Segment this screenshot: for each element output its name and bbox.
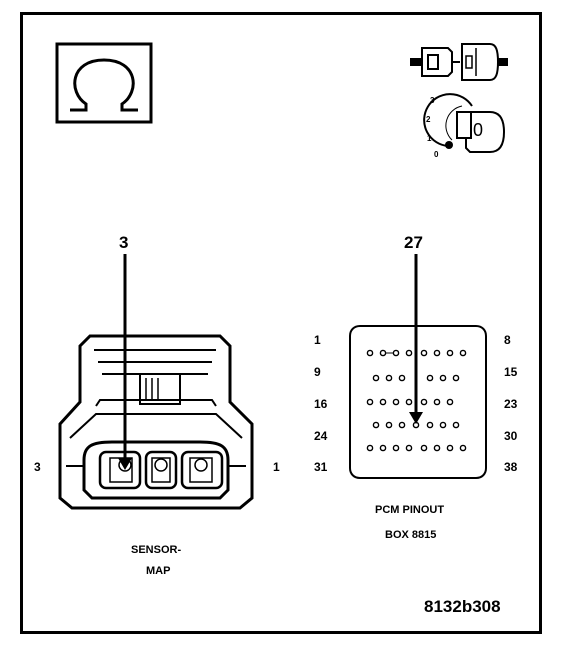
- pcm-pin-r4-c5: [426, 421, 434, 429]
- sensor-caption-line1: SENSOR-: [131, 544, 182, 556]
- pcm-pin-r3-c7: [446, 398, 454, 406]
- pcm-pin-r4-c3: [398, 421, 406, 429]
- sensor-probe-arrow: [118, 254, 132, 470]
- pcm-right-label-38: 38: [504, 460, 518, 474]
- pcm-right-label-23: 23: [504, 397, 518, 411]
- pcm-probe-arrow: [409, 254, 423, 424]
- sensor-cavity-2: [144, 450, 178, 490]
- pcm-connector: [349, 325, 487, 479]
- figure-frame: [20, 12, 542, 634]
- pcm-pin-r2-c6: [452, 374, 460, 382]
- pcm-pin-r5-c4: [405, 444, 413, 452]
- pcm-pin-r2-c3: [398, 374, 406, 382]
- pcm-pin-r3-c5: [420, 398, 428, 406]
- pcm-caption-line2: BOX 8815: [385, 529, 437, 541]
- pcm-pin-callout: 27: [404, 233, 423, 252]
- sensor-cavity-1: [180, 450, 224, 490]
- pcm-pin-r2-c1: [372, 374, 380, 382]
- sensor-left-pin-label: 3: [34, 460, 41, 474]
- sensor-right-pin-label: 1: [273, 460, 280, 474]
- pcm-pin-r1-c1: [366, 349, 374, 357]
- pcm-pin-r3-c3: [392, 398, 400, 406]
- pcm-pin-r3-c1: [366, 398, 374, 406]
- pcm-pin-r1-c2: [379, 349, 387, 357]
- pcm-pin-r1-c7: [446, 349, 454, 357]
- pcm-left-label-1: 1: [314, 333, 321, 347]
- pcm-right-label-15: 15: [504, 365, 518, 379]
- disconnected-connector-icon: [410, 43, 508, 81]
- sensor-caption-line2: MAP: [146, 565, 171, 577]
- pcm-pin-r4-c2: [385, 421, 393, 429]
- pcm-left-label-9: 9: [314, 365, 321, 379]
- sensor-pin-callout: 3: [119, 233, 129, 252]
- pcm-pin-r5-c8: [459, 444, 467, 452]
- ignition-key-switch-icon: [423, 93, 506, 153]
- pcm-pin-r1-c4: [405, 349, 413, 357]
- pcm-left-label-24: 24: [314, 429, 328, 443]
- key-current-position: 0: [473, 120, 484, 140]
- key-position-1-label: 1: [427, 134, 432, 143]
- pcm-pin-r3-c2: [379, 398, 387, 406]
- sensor-cavity-3: [98, 450, 142, 490]
- pcm-left-label-16: 16: [314, 397, 328, 411]
- pcm-pin-r4-c6: [439, 421, 447, 429]
- pcm-pin-r1-c5: [420, 349, 428, 357]
- pcm-pin-r5-c2: [379, 444, 387, 452]
- pcm-right-label-8: 8: [504, 333, 511, 347]
- pcm-pin-r2-c2: [385, 374, 393, 382]
- pcm-right-label-30: 30: [504, 429, 518, 443]
- pcm-pin-r4-c1: [372, 421, 380, 429]
- pcm-pin-r2-c5: [439, 374, 447, 382]
- pcm-pin-r4-c7: [452, 421, 460, 429]
- pcm-pin-r3-c6: [433, 398, 441, 406]
- key-position-0-label: 0: [434, 150, 439, 159]
- pcm-left-label-31: 31: [314, 460, 328, 474]
- pcm-pin-r5-c5: [420, 444, 428, 452]
- pcm-pin-r3-c4: [405, 398, 413, 406]
- pcm-pin-r5-c7: [446, 444, 454, 452]
- pcm-pin-r2-c4: [426, 374, 434, 382]
- pcm-caption-line1: PCM PINOUT: [375, 504, 445, 516]
- key-position-3-label: 3: [430, 96, 435, 105]
- pcm-pin-r5-c6: [433, 444, 441, 452]
- pcm-pin-r1-c6: [433, 349, 441, 357]
- pcm-pin-r1-c3: [392, 349, 400, 357]
- key-position-2-label: 2: [426, 115, 431, 124]
- pcm-pin-r5-c3: [392, 444, 400, 452]
- pcm-pin-r1-c8: [459, 349, 467, 357]
- pcm-pin-r5-c1: [366, 444, 374, 452]
- figure-id: 8132b308: [424, 597, 501, 616]
- pcm-pin-grid: [366, 349, 467, 452]
- ohmmeter-icon: [55, 42, 153, 124]
